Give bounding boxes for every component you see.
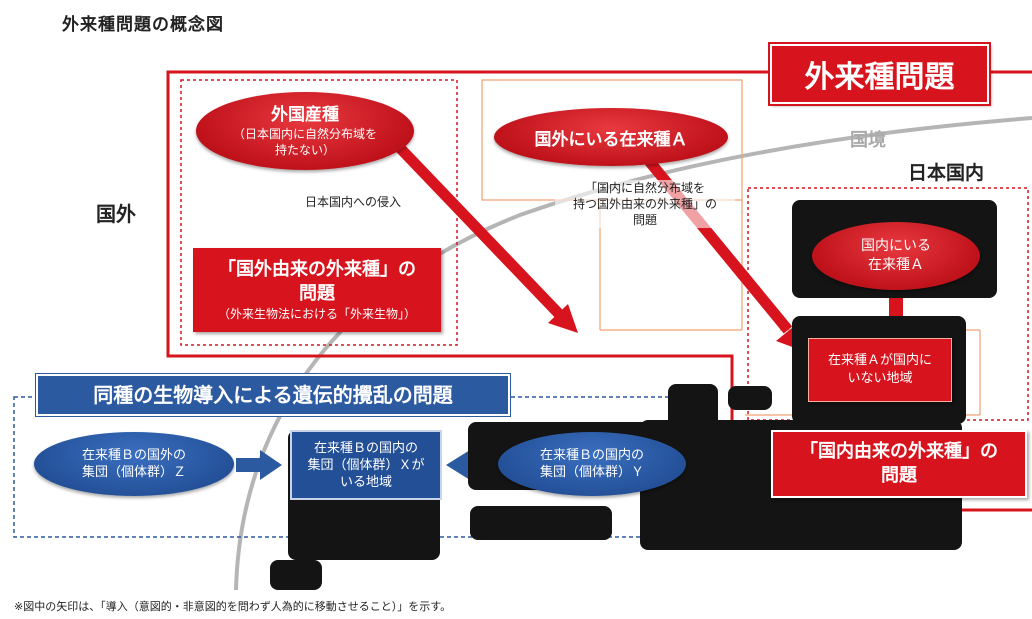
page-title: 外来種問題の概念図 — [62, 15, 224, 35]
border-curve — [234, 116, 1032, 591]
no-native-area-2: いない地域 — [847, 371, 913, 386]
foreign-origin-problem-box: 「国外由来の外来種」の 問題 （外来生物法における「外来生物」） — [193, 248, 441, 332]
species-b-domestic-1: 在来種Ｂの国内の — [539, 448, 644, 463]
foreign-species-sub1: （日本国内に自然分布域を — [232, 127, 377, 141]
domestic-native-ellipse: 国内にいる 在来種Ａ — [812, 222, 980, 290]
species-b-area-x-1: 在来種Ｂの国内の — [313, 440, 418, 456]
no-native-area-box: 在来種Ａが国内に いない地域 — [808, 338, 952, 402]
foreign-origin-note-2: 持つ国外由来の外来種」の — [572, 197, 717, 211]
species-b-abroad-2: 集団（個体群）Ｚ — [81, 465, 186, 480]
species-b-area-x-3: いる地域 — [339, 474, 392, 490]
domestic-native-2: 在来種Ａ — [868, 257, 924, 273]
foreign-origin-note-1: 「国内に自然分布域を — [584, 181, 705, 195]
region-domestic: 日本国内 — [908, 162, 985, 184]
species-b-area-x-box: 在来種Ｂの国内の 集団（個体群）Ｘが いる地域 — [290, 430, 442, 500]
native-a-abroad-ellipse: 国外にいる在来種Ａ — [494, 108, 728, 166]
invasive-problem-text: 外来種問題 — [804, 60, 955, 95]
domestic-origin-problem-box: 「国内由来の外来種」の 問題 — [771, 430, 1027, 498]
genetic-problem-text: 同種の生物導入による遺伝的攪乱の問題 — [93, 382, 453, 407]
invasive-problem-label: 外来種問題 — [768, 42, 991, 106]
region-abroad: 国外 — [96, 202, 136, 226]
foreign-origin-problem-2: 問題 — [299, 283, 335, 304]
invasion-label: 日本国内への侵入 — [305, 195, 402, 209]
land-block-c — [728, 386, 772, 410]
species-b-abroad-1: 在来種Ｂの国外の — [81, 448, 186, 463]
foreign-origin-note: 「国内に自然分布域を 持つ国外由来の外来種」の 問題 — [555, 180, 735, 228]
arrow-foreign-invasion — [396, 144, 578, 333]
land-small-island — [270, 560, 322, 590]
arrow-species-b-abroad — [236, 450, 282, 480]
foreign-origin-note-3: 問題 — [632, 213, 657, 227]
genetic-problem-label: 同種の生物導入による遺伝的攪乱の問題 — [35, 373, 511, 417]
species-b-abroad-ellipse: 在来種Ｂの国外の 集団（個体群）Ｚ — [34, 432, 234, 496]
land-block-b — [668, 384, 718, 434]
domestic-origin-problem-2: 問題 — [881, 465, 917, 486]
domestic-dashed-box — [747, 187, 1029, 421]
foreign-species-title: 外国産種 — [271, 105, 339, 125]
species-b-domestic-2: 集団（個体群）Ｙ — [539, 465, 644, 480]
species-b-domestic-ellipse: 在来種Ｂの国内の 集団（個体群）Ｙ — [498, 432, 686, 496]
foreign-species-sub2: 持たない） — [274, 143, 335, 157]
footnote: ※図中の矢印は、「導入（意図的・非意図的を問わず人為的に移動させること）」を示す… — [14, 600, 452, 613]
no-native-area-1: 在来種Ａが国内に — [827, 353, 932, 368]
domestic-native-1: 国内にいる — [861, 238, 931, 254]
foreign-origin-problem-3: （外来生物法における「外来生物」） — [217, 307, 416, 321]
species-b-area-x-2: 集団（個体群）Ｘが — [307, 457, 425, 473]
region-border: 国境 — [850, 130, 886, 151]
land-shikoku — [470, 506, 612, 540]
foreign-origin-problem-1: 「国外由来の外来種」の — [218, 259, 416, 280]
native-a-abroad-text: 国外にいる在来種Ａ — [534, 129, 688, 150]
domestic-origin-problem-1: 「国内由来の外来種」の — [800, 441, 998, 462]
foreign-species-ellipse: 外国産種 （日本国内に自然分布域を 持たない） — [196, 92, 414, 170]
